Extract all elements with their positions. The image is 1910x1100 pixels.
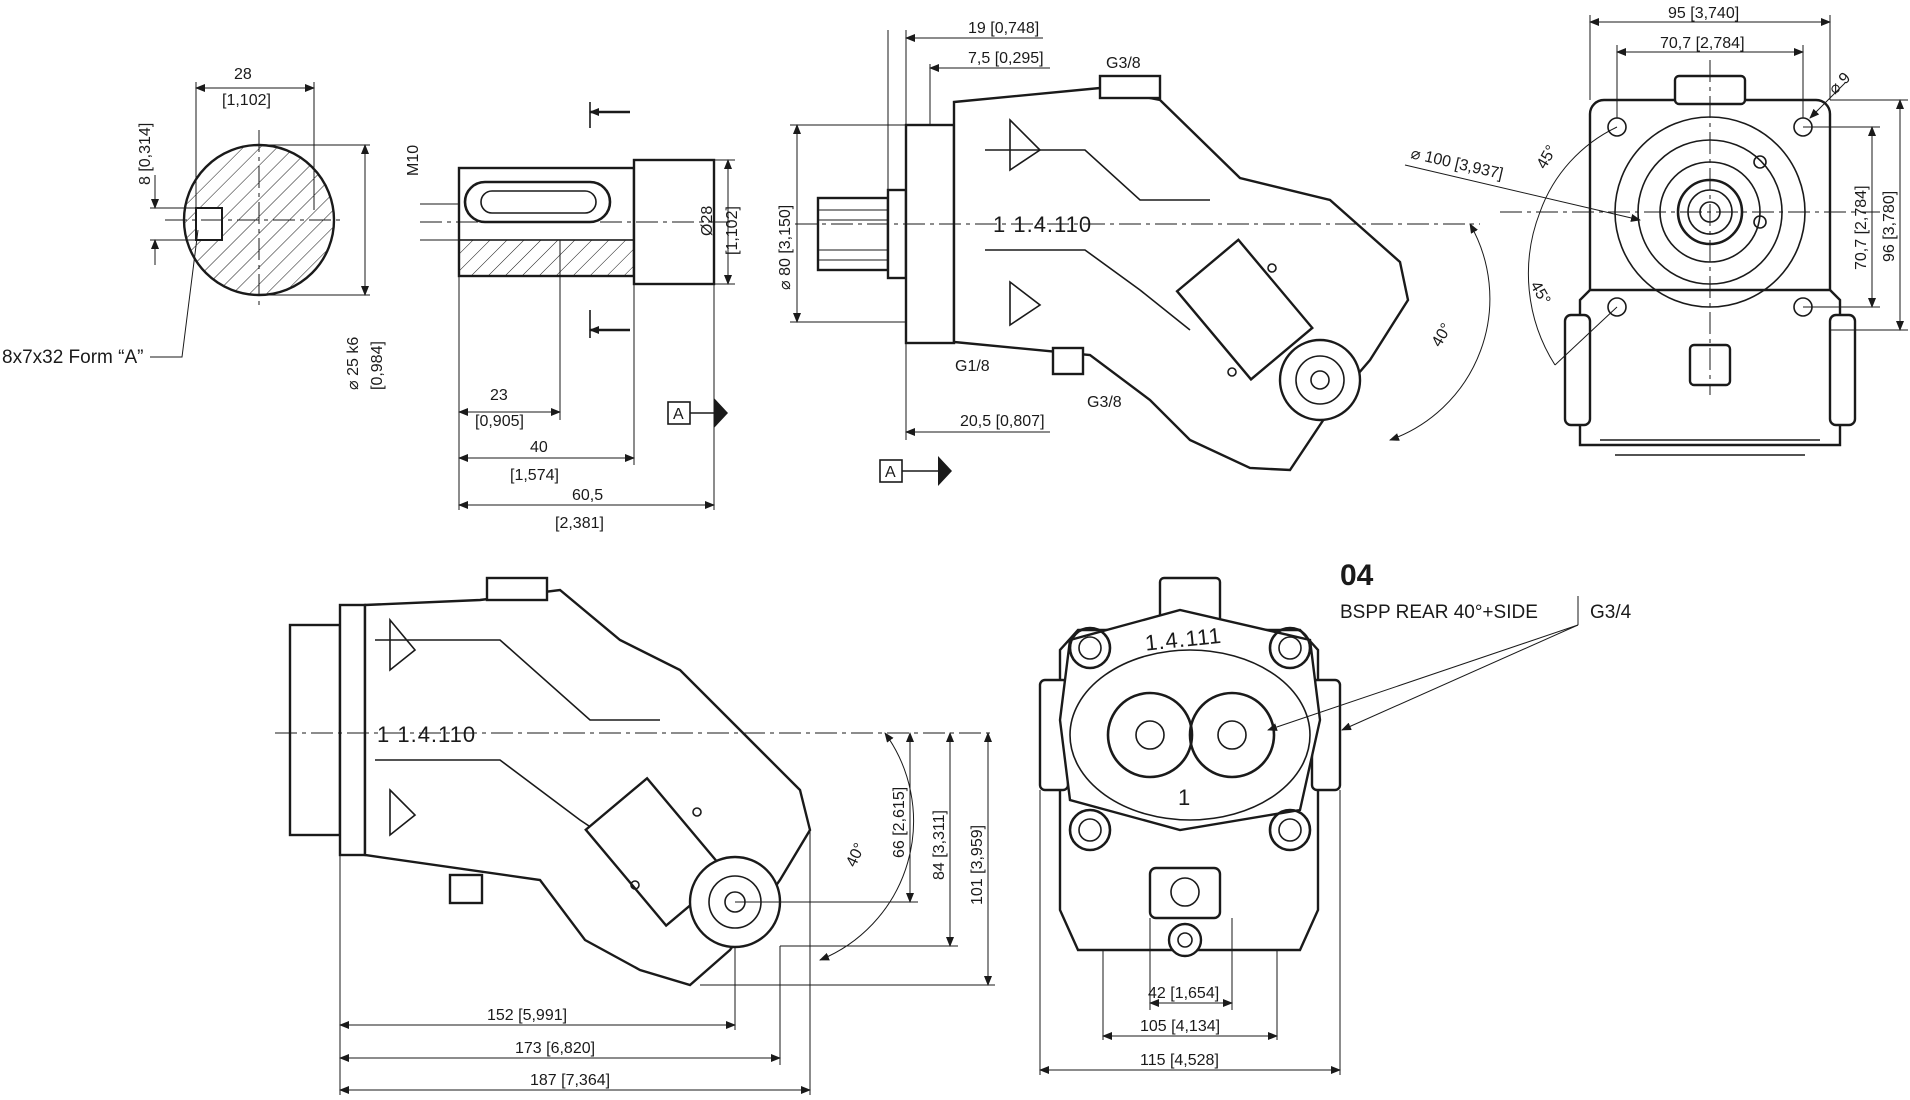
dim-40: 40 [530,439,548,456]
dim-70-7-side: 70,7 [2,784] [1853,185,1870,270]
top-view-marking: 1 1.4.110 [993,212,1092,237]
dim-84: 84 [3,311] [931,810,948,880]
key-height-label: 8 [0,314] [137,123,154,185]
dim-60: 60,5 [572,487,603,504]
dim-70-7-top: 70,7 [2,784] [1660,35,1745,52]
dim-95: 95 [3,740] [1668,5,1739,22]
bottom-angle-label: 40° [843,841,869,870]
bottom-left-view: 1 1.4.110 40° 66 [2,615] 84 [3,311] 101 … [275,576,995,1095]
dim-60-in: [2,381] [555,515,604,532]
key-width-label-in: [1,102] [222,92,271,109]
dim-66: 66 [2,615] [891,787,908,858]
thread-label: M10 [405,145,422,176]
port-type-label: BSPP REAR 40°+SIDE [1340,602,1538,623]
front-view-flange: 95 [3,740] 70,7 [2,784] ⌀ 9 ⌀ 100 [3,937… [1404,5,1908,456]
dim-173: 173 [6,820] [515,1040,595,1057]
dim-7-5: 7,5 [0,295] [968,50,1044,67]
datum-a-label: A [673,406,684,423]
port-code-label: 04 [1340,559,1374,592]
angle-45-top: 45° [1534,143,1561,172]
shaft-side-view: M10 Ø28 [1,102] 23 [0,905] 40 [1,574] 60… [405,102,741,532]
dim-152: 152 [5,991] [487,1007,567,1024]
shaft-diameter-label: ⌀ 25 k6 [345,337,362,390]
dim-101: 101 [3,959] [969,825,986,905]
key-width-label: 28 [234,66,252,83]
bottom-left-marking: 1 1.4.110 [377,722,476,747]
top-view-motor: 1 1.4.110 19 [0,748] 7,5 [0,295] G3/8 ⌀ … [777,20,1491,486]
dim-105: 105 [4,134] [1140,1018,1220,1035]
dim-23-in: [0,905] [475,413,524,430]
port-bottom-label: G3/8 [1087,394,1122,411]
shaft-diameter-label-in: [0,984] [369,341,386,390]
port-top-label: G3/8 [1106,55,1141,72]
port-number-label: 1 [1178,785,1191,810]
dim-96: 96 [3,780] [1881,191,1898,262]
dim-42: 42 [1,654] [1148,985,1219,1002]
diameter-80-label: ⌀ 80 [3,150] [777,205,794,290]
datum-a-top: A [885,464,896,481]
port-size-label: G3/4 [1590,602,1632,623]
shaft-side-diameter-in: [1,102] [724,206,741,255]
port-g18-label: G1/8 [955,358,990,375]
dim-19: 19 [0,748] [968,20,1039,37]
dim-23: 23 [490,387,508,404]
dim-115: 115 [4,528] [1140,1052,1219,1069]
shaft-side-diameter: Ø28 [699,206,716,236]
top-angle-label: 40° [1429,321,1456,350]
dim-187: 187 [7,364] [530,1072,610,1089]
shaft-key-section: 28 [1,102] 8 [0,314] ⌀ 25 k6 [0,984] 8x7… [2,66,386,390]
bottom-right-view: 1.4.111 1 04 BSPP REAR 40°+SIDE G3/4 42 … [1038,559,1632,1075]
key-spec-label: 8x7x32 Form “A” [2,347,143,368]
dim-20-5: 20,5 [0,807] [960,413,1045,430]
dim-40-in: [1,574] [510,467,559,484]
